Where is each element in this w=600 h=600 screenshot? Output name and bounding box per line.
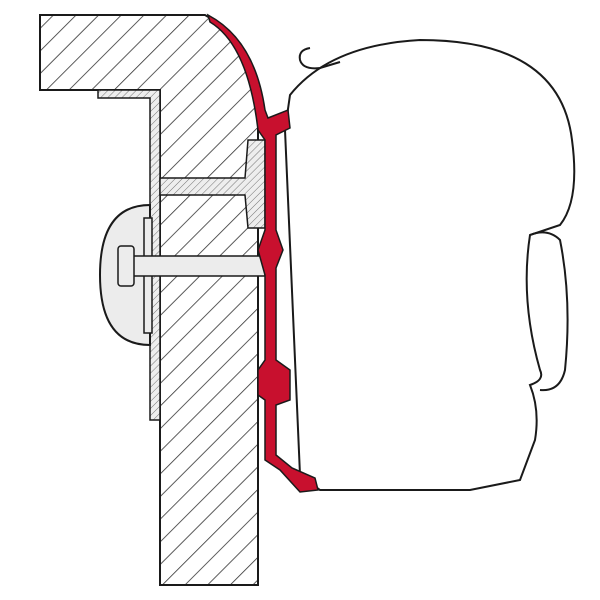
bolt-nut-icon — [117, 245, 135, 287]
cassette-front-panel — [529, 231, 569, 392]
inner-bracket — [97, 89, 161, 421]
awning-cassette — [283, 38, 576, 491]
bolt-shaft-icon — [119, 255, 266, 277]
adapter-rail-profile — [206, 13, 319, 493]
cassette-hook — [298, 47, 341, 70]
